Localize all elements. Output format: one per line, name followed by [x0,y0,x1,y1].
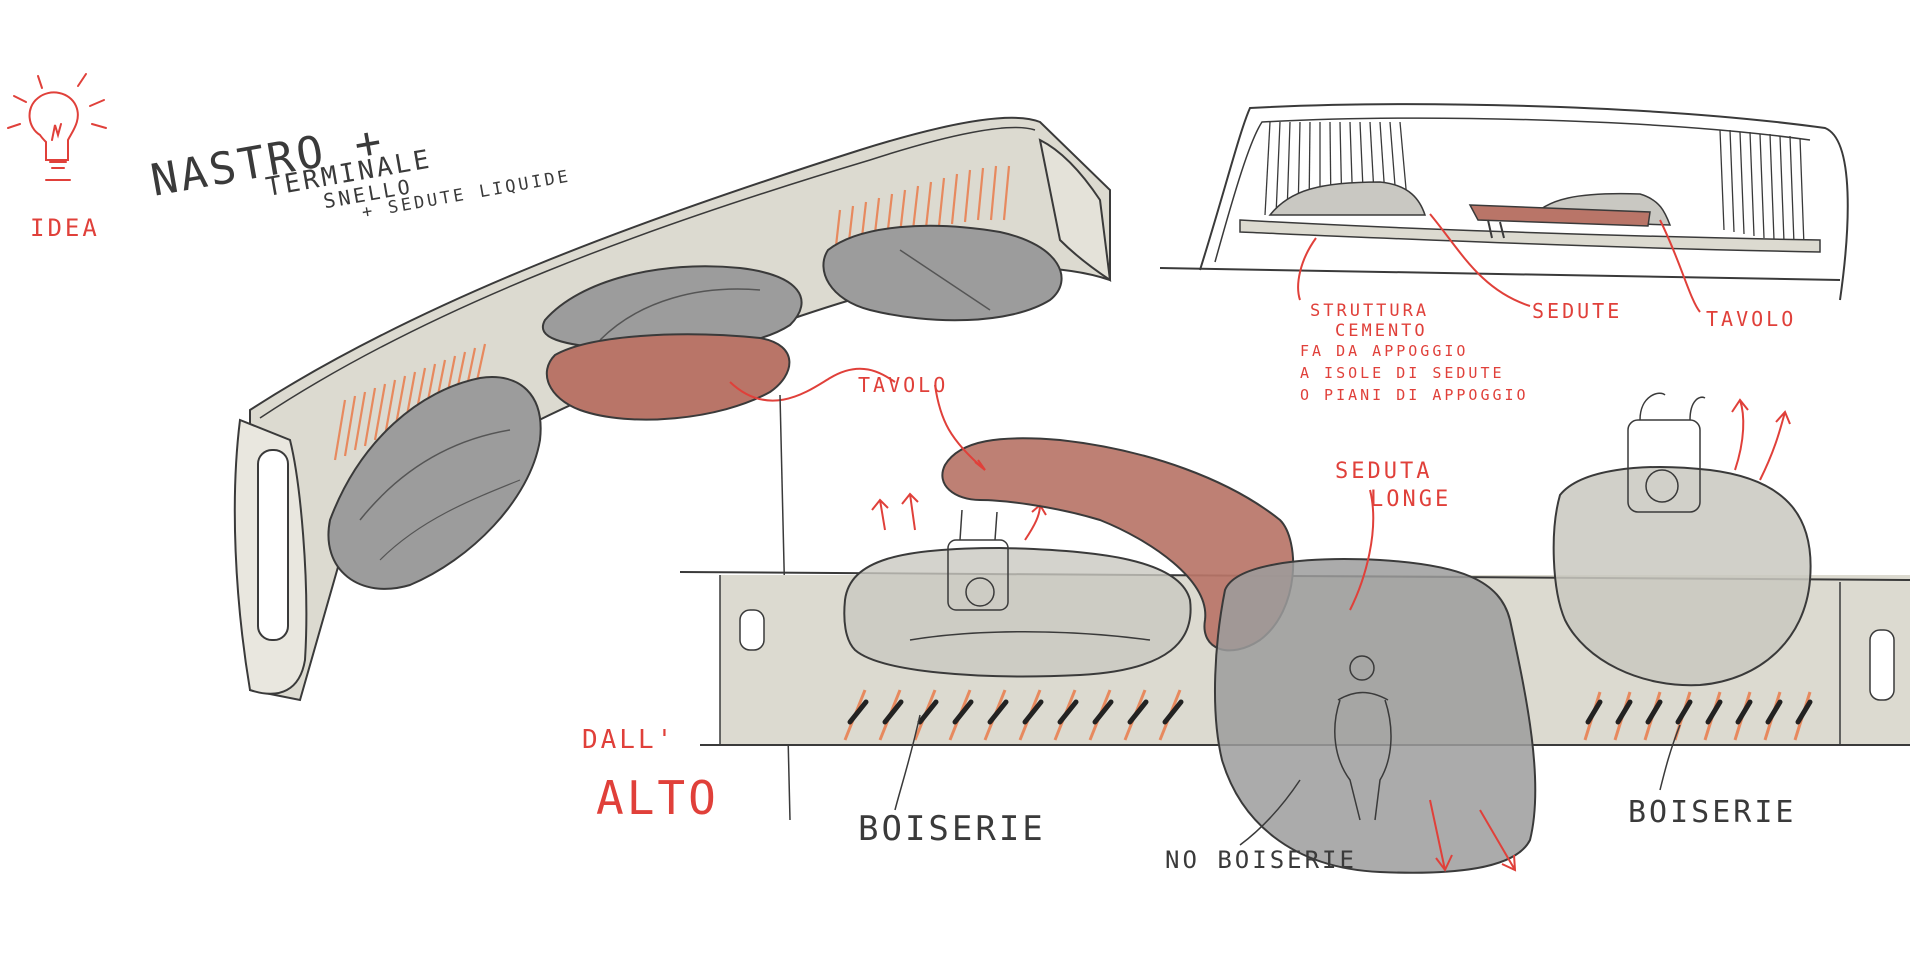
plan-no-boiserie-label: NO BOISERIE [1165,846,1357,874]
headline-group: NASTRO + TERMINALE SNELLO + SEDUTE LIQUI… [147,116,572,223]
section-struttura-label-3: FA DA APPOGGIO [1300,342,1468,360]
section-struttura-label-4: A ISOLE DI SEDUTE [1300,364,1505,382]
perspective-view: TAVOLO [233,116,1112,702]
plan-view: DALL' ALTO SEDUTA LONGE BOISERIE BOISERI… [582,384,1911,874]
perspective-tavolo-label: TAVOLO [858,373,948,397]
section-arch [1199,103,1849,301]
perspective-table [545,333,791,421]
plan-seduta-longe-label-2: LONGE [1370,487,1451,512]
plan-person-left [947,509,1009,611]
section-struttura-label-1: STRUTTURA [1310,301,1429,321]
plan-seat-lounge [1213,558,1537,874]
section-view: STRUTTURA CEMENTO FA DA APPOGGIO A ISOLE… [1159,103,1849,404]
plan-seat-left [843,546,1192,678]
section-table [1468,204,1651,227]
plan-alto-label: ALTO [596,771,719,825]
idea-label: IDEA [30,214,100,242]
plan-seat-right [1552,466,1812,687]
section-sedute-label: SEDUTE [1532,299,1622,323]
perspective-seat-right [822,224,1063,322]
plan-hatching-left [843,689,1184,741]
plan-person-right [1627,392,1706,513]
plan-dall-label: DALL' [582,725,675,755]
lightbulb-icon [7,73,107,181]
section-cement-slab [1239,219,1821,253]
section-hatching-right [1719,129,1805,247]
plan-arrows-right [1731,398,1791,481]
perspective-hatching-left [333,343,487,461]
plan-arrows-left [871,492,1047,541]
plan-person-lounge [1334,655,1392,821]
plan-boiserie-left-label: BOISERIE [858,809,1046,849]
section-seat-left [1268,181,1427,216]
plan-seduta-longe-label-1: SEDUTA [1335,459,1432,484]
idea-group: IDEA [7,73,107,242]
section-struttura-label-2: CEMENTO [1335,321,1428,341]
perspective-seat-left [327,376,542,590]
plan-boiserie-right-label: BOISERIE [1628,795,1797,830]
section-struttura-label-5: O PIANI DI APPOGGIO [1300,386,1529,404]
plan-arrows-lounge [1429,799,1517,872]
section-tavolo-label: TAVOLO [1706,307,1796,331]
